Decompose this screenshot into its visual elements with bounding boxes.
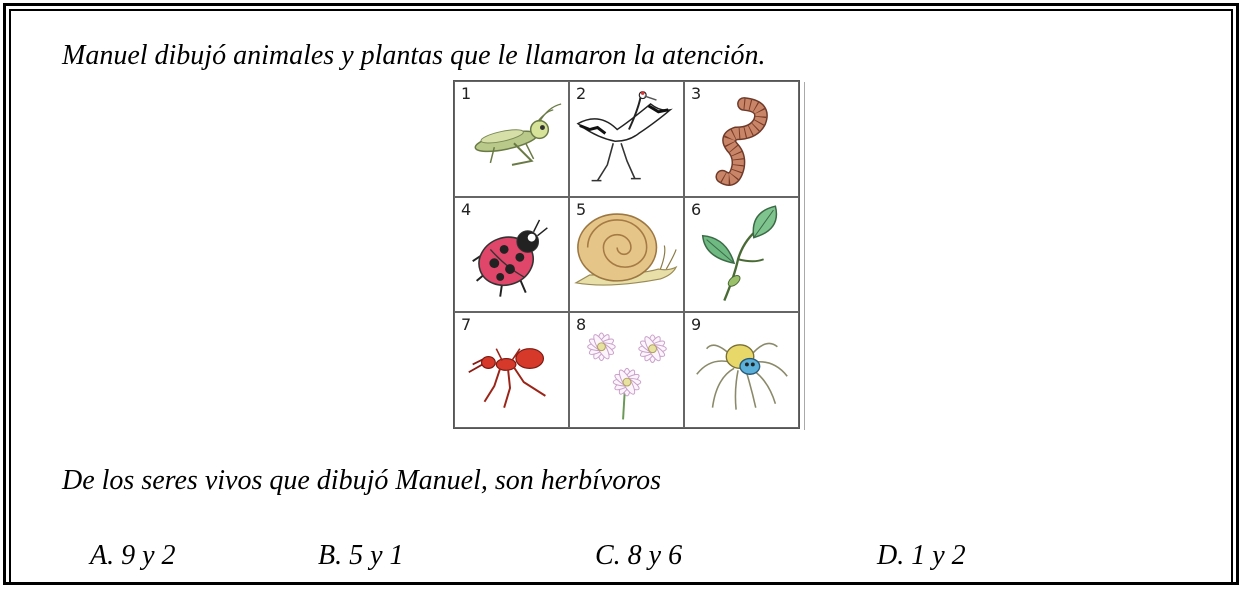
cell-number: 8 [576,315,587,335]
grid-cell-1: 1 [454,81,569,197]
grid-cell-9: 9 [684,312,799,428]
option-a[interactable]: A. 9 y 2 [90,540,176,571]
image-grid: 1 2 3 [453,80,800,429]
grid-cell-3: 3 [684,81,799,197]
cell-number: 4 [461,199,472,219]
crane-icon [576,91,673,182]
cell-number: 2 [576,84,587,103]
question-text: Manuel dibujó animales y plantas que le … [62,40,766,71]
inner-frame [9,9,1233,582]
option-c[interactable]: C. 8 y 6 [595,540,683,571]
cell-number: 6 [691,199,702,219]
grid-cell-6: 6 [684,196,799,313]
grid-cell-7: 7 [454,312,569,428]
grasshopper-icon [474,103,562,166]
question-prompt: De los seres vivos que dibujó Manuel, so… [62,465,662,496]
grid-cell-2: 2 [569,81,684,197]
cell-number: 7 [461,315,472,335]
cell-number: 1 [461,84,472,103]
daisy-flowers-icon [587,332,667,420]
option-b[interactable]: B. 5 y 1 [318,540,404,571]
ladybug-icon [472,219,548,297]
outer-frame [3,3,1239,585]
grid-cell-8: 8 [569,312,684,428]
cell-number: 9 [691,315,702,335]
snail-icon [574,212,678,286]
spider-icon [696,343,788,411]
option-d[interactable]: D. 1 y 2 [877,540,966,571]
grid-cell-5: 5 [569,196,684,313]
cell-number: 3 [691,84,702,103]
worm-icon [715,97,768,186]
cell-number: 5 [576,199,587,219]
ant-icon [468,348,546,409]
grid-shadow [804,82,805,430]
grid-cell-4: 4 [454,196,569,313]
plant-sprout-icon [701,204,778,301]
